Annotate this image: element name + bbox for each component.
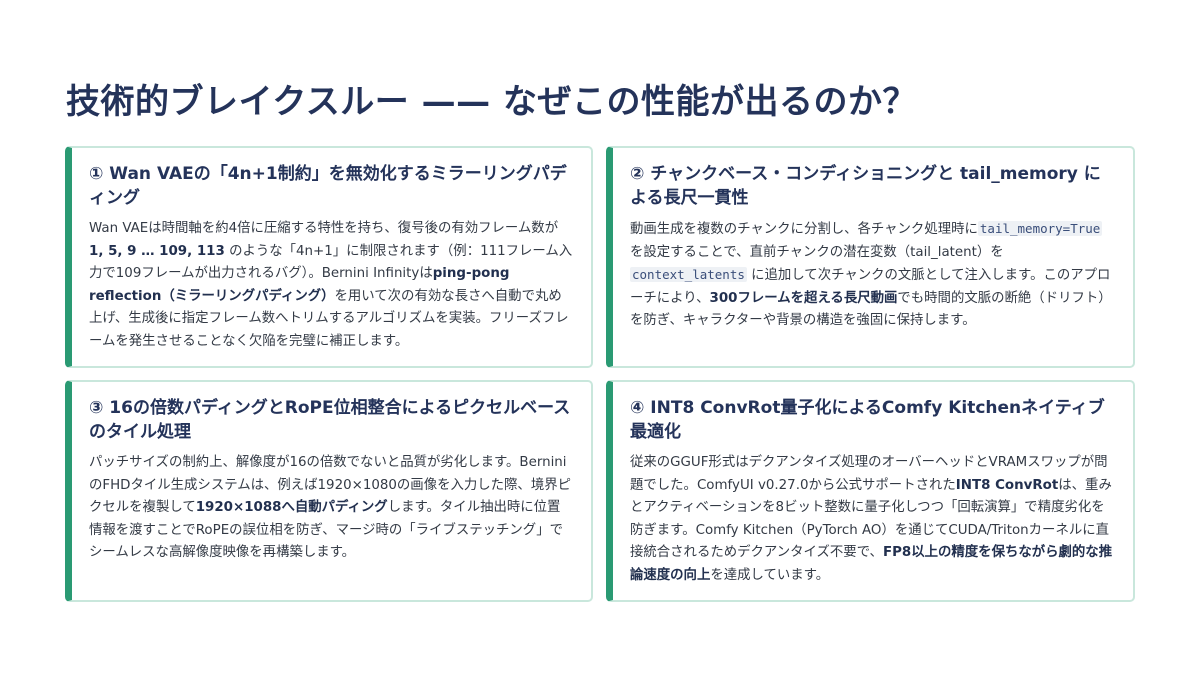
card-body: パッチサイズの制約上、解像度が16の倍数でないと品質が劣化します。Bernini… <box>89 452 573 565</box>
card-heading: ① Wan VAEの「4n+1制約」を無効化するミラーリングパディング <box>89 164 567 208</box>
bold-text: 1920×1088へ自動パディング <box>195 500 388 516</box>
body-text: でも時間的文脈の断絶（ドリフト）を防ぎ、キャラクターや背景の構造を強固に保持しま… <box>630 290 1112 329</box>
body-text: は、重みとアクティベーションを8ビット整数に量子化しつつ「回転演算」で精度劣化を… <box>630 477 1112 561</box>
body-text: 従来のGGUF形式はデクアンタイズ処理のオーバーヘッドとVRAMスワップが問題で… <box>630 455 1108 493</box>
page-title: 技術的ブレイクスルー —— なぜこの性能が出るのか？ <box>66 82 917 122</box>
body-text: を設定することで、直前チャンクの潜在変数（tail_latent）を <box>630 244 1004 260</box>
body-text: に追加して次チャンクの文脈として注入します。このアプローチにより、 <box>630 268 1111 306</box>
card-wan-vae-padding: ① Wan VAEの「4n+1制約」を無効化するミラーリングパディング Wan … <box>65 146 593 368</box>
bold-text: 1, 5, 9 … 109, 113 <box>89 243 225 259</box>
card-int8-convrot: ④ INT8 ConvRot量子化によるComfy Kitchenネイティブ最適… <box>606 380 1135 602</box>
bold-text: 300フレームを超える長尺動画 <box>709 290 898 306</box>
body-text: 動画生成を複数のチャンクに分割し、各チャンク処理時に <box>630 222 978 237</box>
body-text: します。タイル抽出時に位置情報を渡すことでRoPEの誤位相を防ぎ、マージ時の「ラ… <box>89 500 563 561</box>
body-text: パッチサイズの制約上、解像度が16の倍数でないと品質が劣化します。Bernini… <box>89 455 571 516</box>
card-tile-processing: ③ 16の倍数パディングとRoPE位相整合によるピクセルベースのタイル処理 パッ… <box>65 380 593 602</box>
body-text: を達成しています。 <box>710 567 830 583</box>
body-text: Wan VAEは時間軸を約4倍に圧縮する特性を持ち、復号後の有効フレーム数が <box>89 221 559 236</box>
bold-text: ping-pong reflection（ミラーリングパディング） <box>89 266 510 304</box>
card-heading: ② チャンクベース・コンディショニングと tail_memory による長尺一貫… <box>630 164 1101 208</box>
card-heading: ③ 16の倍数パディングとRoPE位相整合によるピクセルベースのタイル処理 <box>89 398 571 442</box>
body-text: を用いて次の有効な長さへ自動で丸め上げ、生成後に指定フレーム数へトリムするアルゴ… <box>89 288 569 349</box>
inline-code: context_latents <box>630 267 747 283</box>
body-text: のような「4n+1」に制限されます（例：111フレーム入力で109フレームが出力… <box>89 243 573 282</box>
card-heading: ④ INT8 ConvRot量子化によるComfy Kitchenネイティブ最適… <box>630 398 1105 442</box>
card-body: Wan VAEは時間軸を約4倍に圧縮する特性を持ち、復号後の有効フレーム数が 1… <box>89 218 573 354</box>
card-body: 従来のGGUF形式はデクアンタイズ処理のオーバーヘッドとVRAMスワップが問題で… <box>630 452 1115 588</box>
bold-text: FP8以上の精度を保ちながら劇的な推論速度の向上 <box>630 545 1113 583</box>
card-chunk-conditioning: ② チャンクベース・コンディショニングと tail_memory による長尺一貫… <box>606 146 1135 368</box>
inline-code: tail_memory=True <box>977 221 1103 236</box>
bold-text: INT8 ConvRot <box>955 477 1059 493</box>
